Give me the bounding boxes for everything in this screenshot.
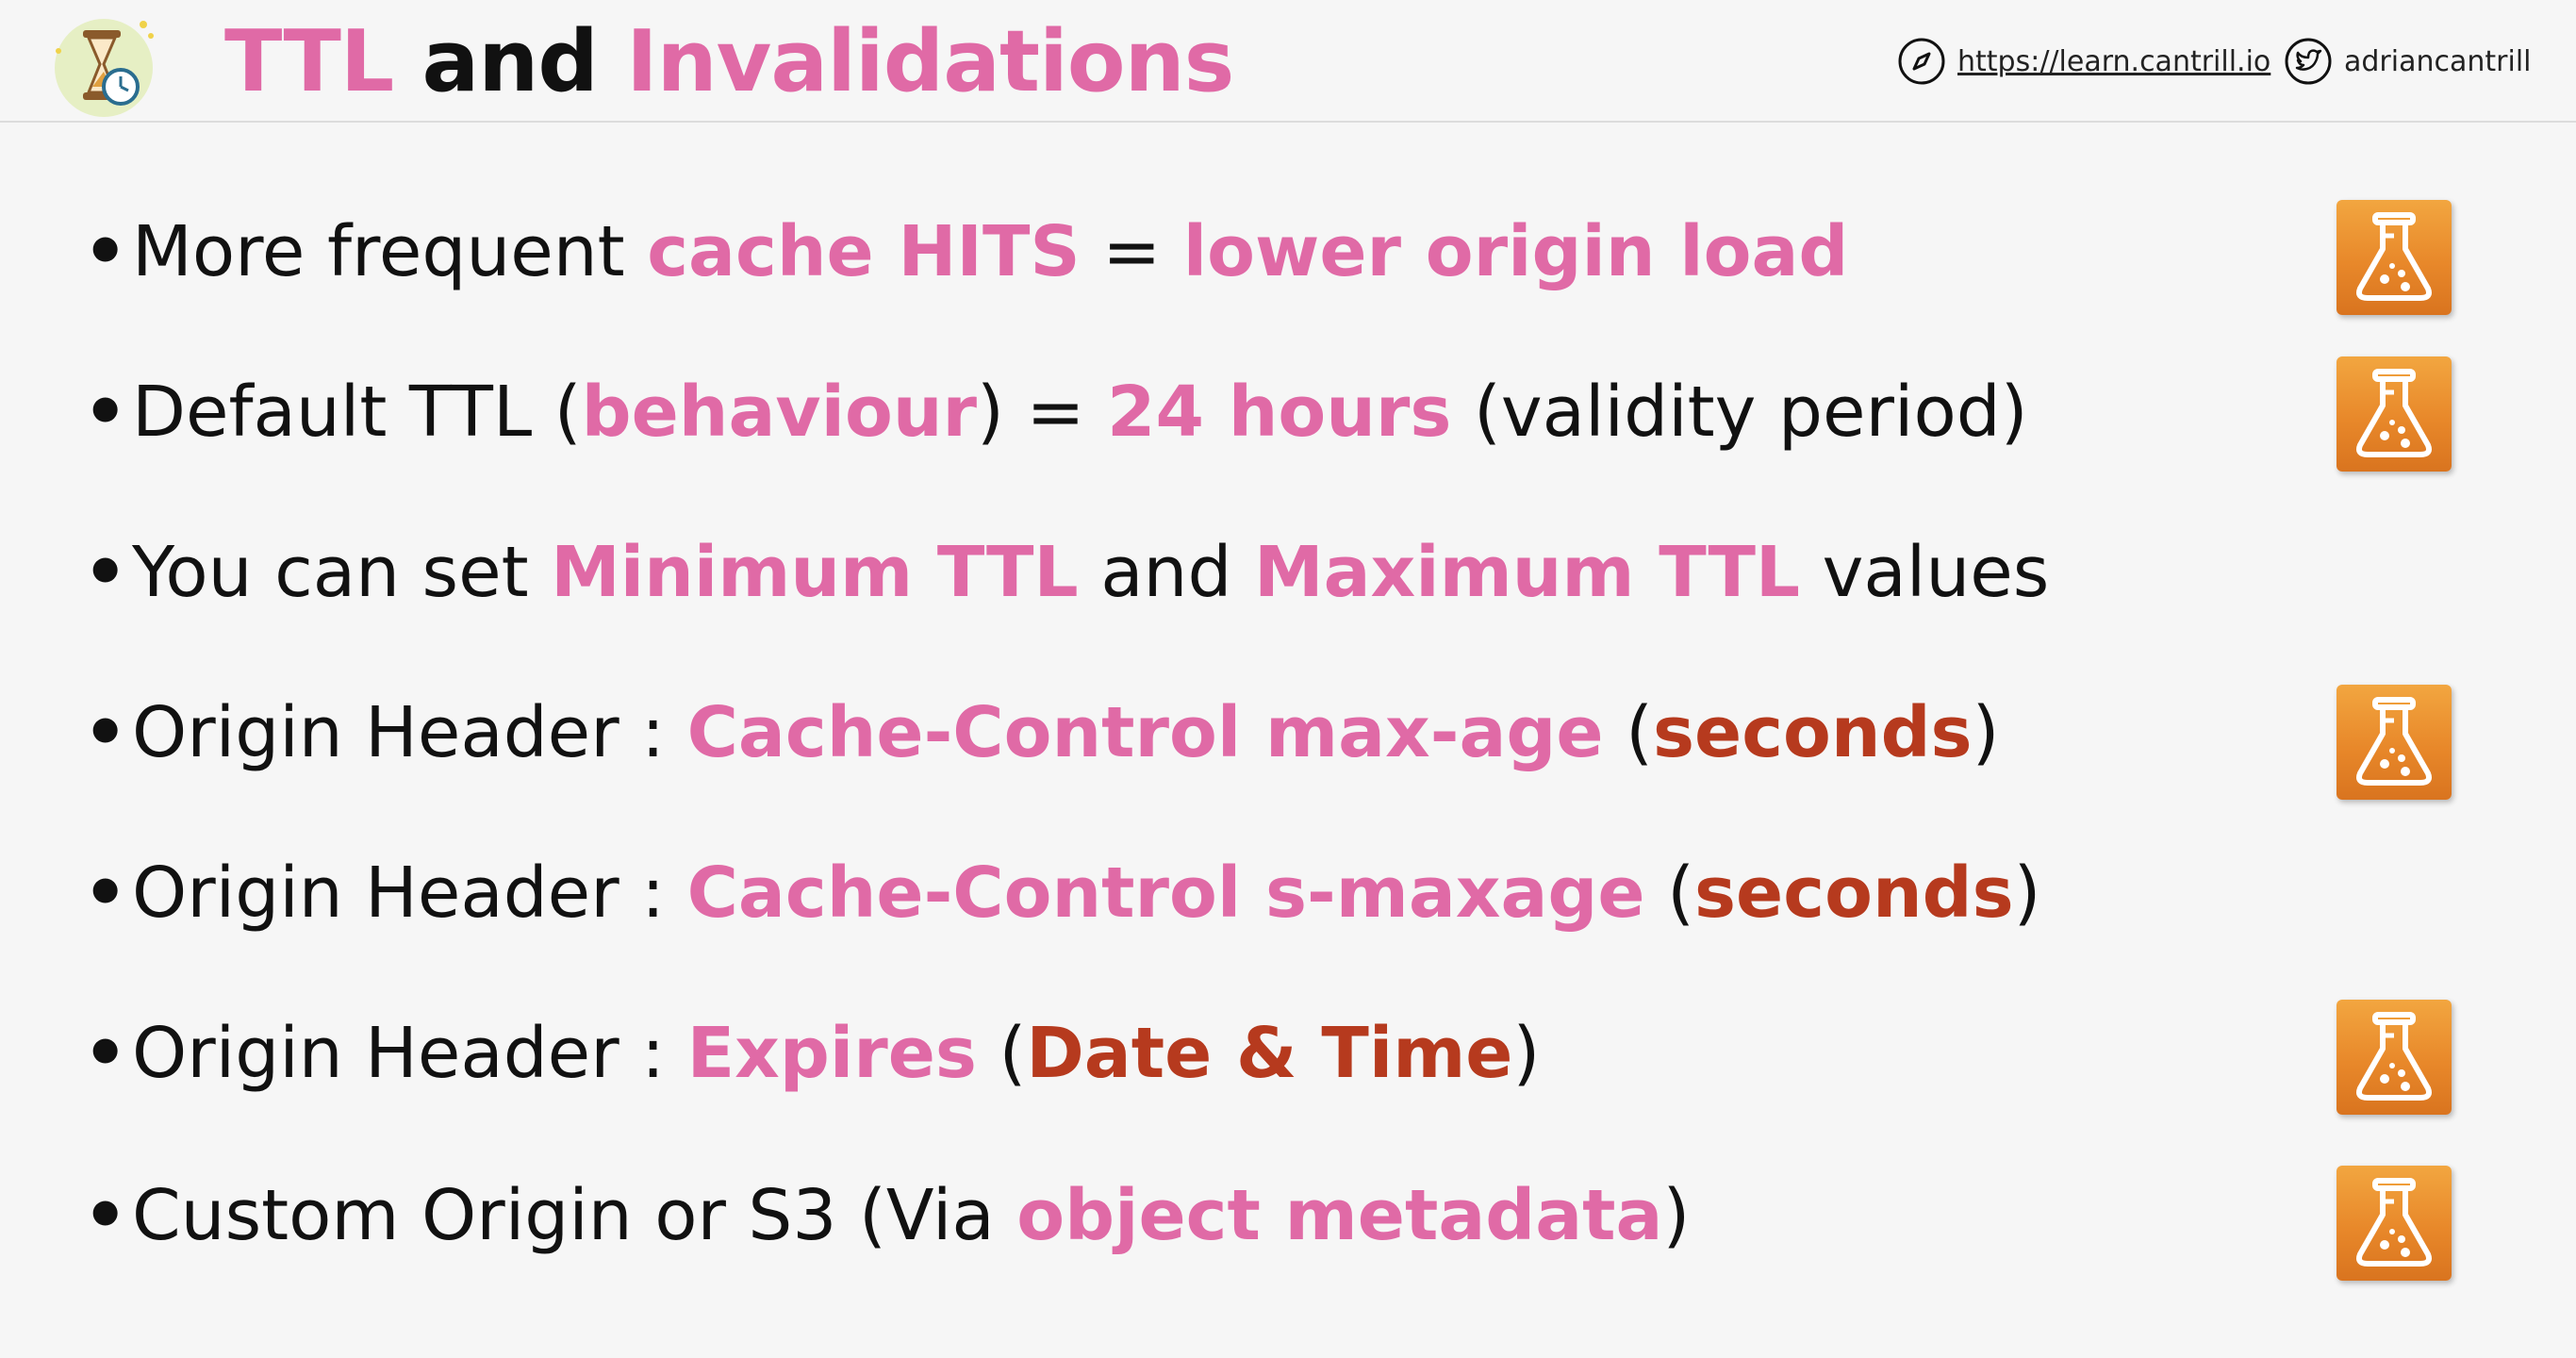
title-ttl: TTL — [224, 12, 394, 111]
bullet-text: Custom Origin or S3 (Via — [132, 1175, 1017, 1256]
bullet-dot: • — [83, 211, 128, 292]
hourglass-clock-icon — [49, 11, 158, 121]
bullet-highlight: object metadata — [1016, 1175, 1663, 1256]
lab-flask-icon — [2337, 356, 2452, 472]
bullet-text: = — [1080, 211, 1183, 292]
bullet-highlight: Expires — [686, 1013, 977, 1094]
website-link[interactable]: https://learn.cantrill.io — [1897, 34, 2271, 89]
list-item: •You can set Minimum TTL and Maximum TTL… — [83, 521, 2049, 624]
bullet-highlight: seconds — [1652, 692, 1973, 773]
bullet-text: ) = — [977, 372, 1107, 453]
bullet-dot: • — [83, 532, 128, 613]
compass-icon — [1898, 38, 1945, 85]
list-item: •Origin Header : Expires (Date & Time) — [83, 1002, 1540, 1105]
lab-flask-icon — [2337, 1000, 2452, 1115]
bullet-text: Origin Header : — [132, 692, 687, 773]
bullet-highlight: Maximum TTL — [1253, 532, 1801, 613]
list-item: •Origin Header : Cache-Control s-maxage … — [83, 841, 2041, 945]
bullet-text: ( — [976, 1013, 1027, 1094]
bullet-highlight: seconds — [1694, 853, 2014, 934]
bullet-highlight: 24 hours — [1106, 372, 1452, 453]
list-item: •Origin Header : Cache-Control max-age (… — [83, 681, 1999, 785]
slide-header: TTL and Invalidations https://learn.cant… — [0, 0, 2576, 123]
bullet-dot: • — [83, 692, 128, 773]
twitter-handle-text[interactable]: adriancantrill — [2344, 44, 2532, 78]
bullet-highlight: cache HITS — [647, 211, 1081, 292]
bullet-text: You can set — [132, 532, 552, 613]
bullet-text: ) — [1512, 1013, 1541, 1094]
website-link-text[interactable]: https://learn.cantrill.io — [1957, 44, 2271, 78]
bullet-text: ) — [2013, 853, 2041, 934]
bullet-text: (validity period) — [1451, 372, 2028, 453]
bullet-text: ( — [1644, 853, 1694, 934]
list-item: •More frequent cache HITS = lower origin… — [83, 200, 1848, 304]
bullet-highlight: behaviour — [581, 372, 978, 453]
bullet-text: Origin Header : — [132, 853, 687, 934]
list-item: •Default TTL (behaviour) = 24 hours (val… — [83, 360, 2028, 464]
bullet-text: ( — [1603, 692, 1653, 773]
bullet-text: ) — [1972, 692, 2000, 773]
bullet-text: More frequent — [132, 211, 648, 292]
bullet-highlight: Cache-Control max-age — [686, 692, 1604, 773]
list-item: •Custom Origin or S3 (Via object metadat… — [83, 1164, 1690, 1267]
lab-flask-icon — [2337, 200, 2452, 315]
twitter-bird-icon — [2285, 38, 2332, 85]
bullet-highlight: Minimum TTL — [551, 532, 1079, 613]
title-and: and — [421, 12, 599, 111]
bullet-dot: • — [83, 1175, 128, 1256]
lab-flask-icon — [2337, 685, 2452, 800]
bullet-dot: • — [83, 853, 128, 934]
twitter-handle[interactable]: adriancantrill — [2284, 34, 2532, 89]
bullet-highlight: Cache-Control s-maxage — [686, 853, 1645, 934]
bullet-dot: • — [83, 1013, 128, 1094]
bullet-text: and — [1078, 532, 1254, 613]
title-invalidations: Invalidations — [626, 12, 1234, 111]
lab-flask-icon — [2337, 1166, 2452, 1281]
bullet-text: Origin Header : — [132, 1013, 687, 1094]
bullet-highlight: lower origin load — [1182, 211, 1849, 292]
bullet-text: values — [1800, 532, 2050, 613]
page-title: TTL and Invalidations — [224, 9, 1234, 115]
bullet-highlight: Date & Time — [1026, 1013, 1513, 1094]
bullet-dot: • — [83, 372, 128, 453]
bullet-text: Default TTL ( — [132, 372, 582, 453]
bullet-text: ) — [1662, 1175, 1691, 1256]
